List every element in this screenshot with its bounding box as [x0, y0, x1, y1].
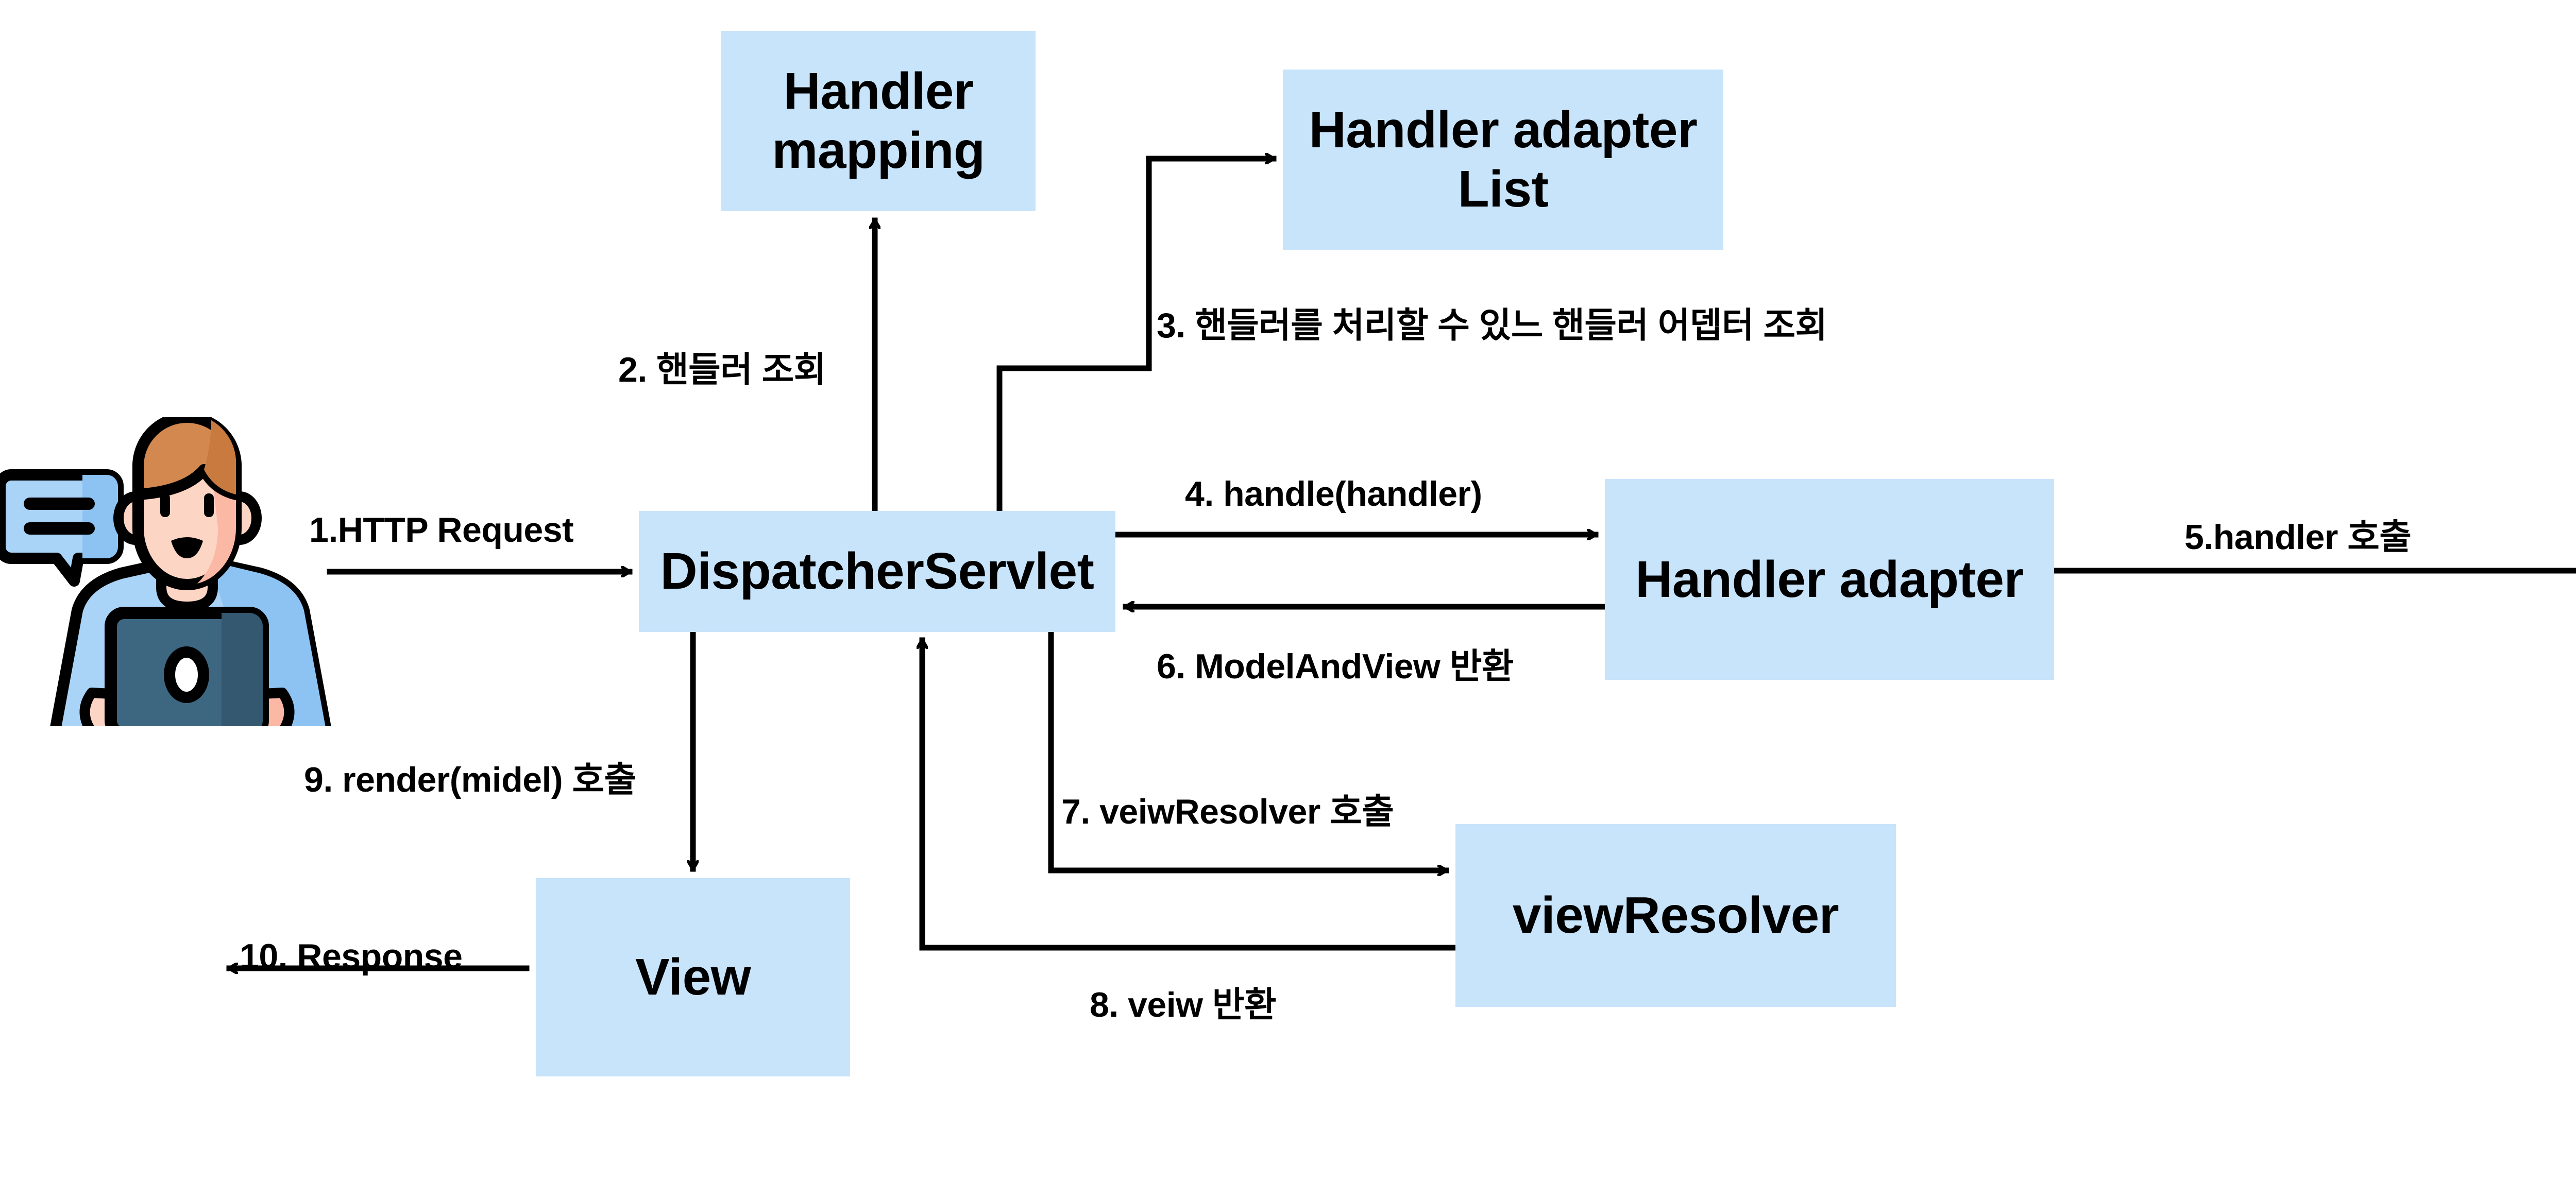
edge-label-step-7: 7. veiwResolver 호출: [1061, 792, 1394, 831]
node-handler-mapping[interactable]: Handler mapping: [721, 31, 1036, 211]
edge-label-step-5: 5.handler 호출: [2184, 518, 2412, 557]
node-handler-adapter-list[interactable]: Handler adapter List: [1283, 70, 1723, 250]
edge-label-step-4: 4. handle(handler): [1185, 474, 1482, 514]
edge-label-step-10: 10. Response: [240, 937, 463, 976]
edge-label-step-9: 9. render(midel) 호출: [304, 760, 636, 799]
edge-label-step-8: 8. veiw 반환: [1090, 985, 1277, 1024]
node-handler-adapter[interactable]: Handler adapter: [1605, 479, 2054, 680]
node-view-resolver[interactable]: viewResolver: [1455, 824, 1896, 1007]
edge-label-step-2: 2. 핸들러 조회: [618, 350, 826, 389]
user-actor: [0, 417, 331, 726]
edge-label-step-6: 6. ModelAndView 반환: [1157, 647, 1514, 686]
edge-label-step-3: 3. 핸들러를 처리할 수 있느 핸들러 어뎁터 조회: [1157, 306, 1827, 345]
node-dispatcher-servlet[interactable]: DispatcherServlet: [639, 511, 1115, 632]
edge-label-step-1: 1.HTTP Request: [309, 510, 574, 550]
speech-bubble-icon: [0, 469, 124, 587]
edge-7-viewresolver-call: [1048, 629, 1449, 870]
edge-8-view-return: [922, 637, 1458, 951]
edge-3-adapter-lookup: [996, 159, 1277, 514]
node-view[interactable]: View: [536, 878, 850, 1076]
